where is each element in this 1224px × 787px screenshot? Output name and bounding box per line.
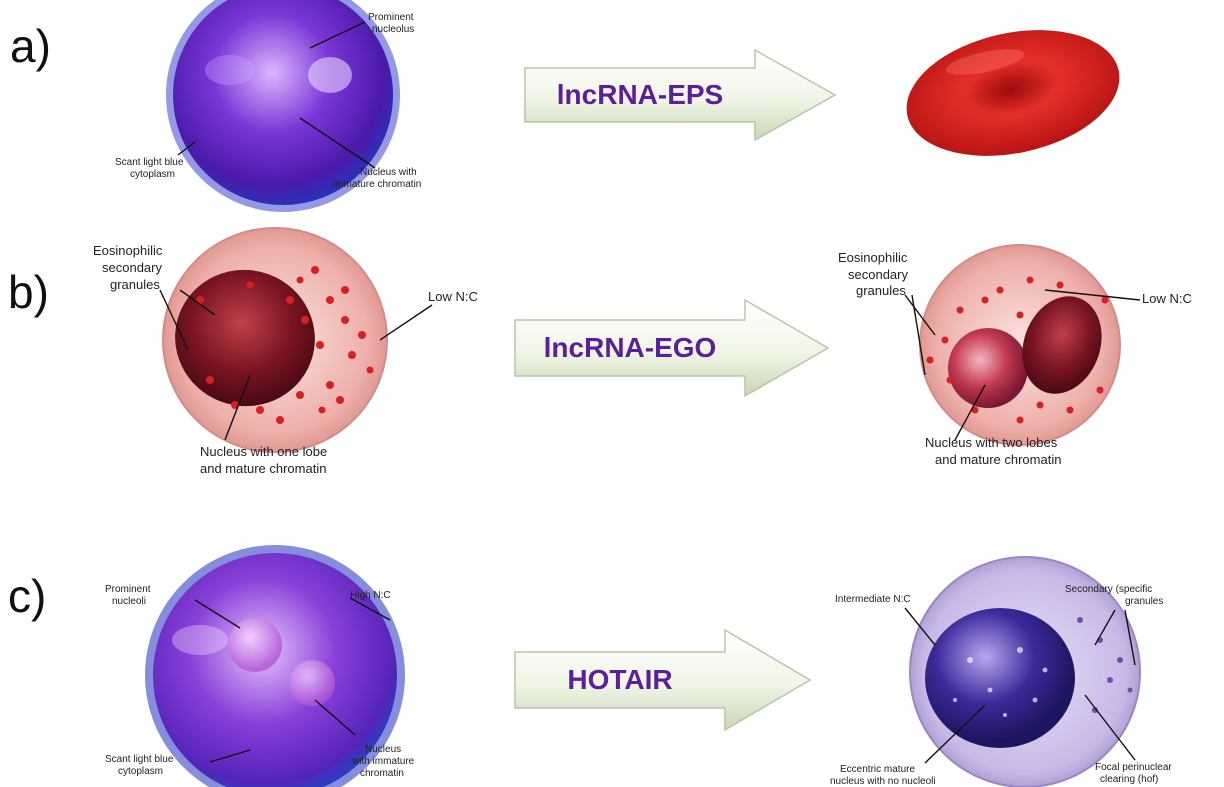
label-scant-cytoplasm-2: cytoplasm [130, 169, 175, 180]
label-c2-hof-1: Focal perinuclear [1095, 762, 1172, 773]
label-c2-eccentric-1: Eccentric mature [840, 764, 915, 775]
label-c2-hof-2: clearing (hof) [1100, 774, 1158, 785]
label-c1-scant-1: Scant light blue [105, 754, 174, 765]
red-blood-cell [895, 12, 1131, 174]
label-b1-granules: granules [110, 277, 160, 292]
label-b2-eosinophilic: Eosinophilic [838, 250, 908, 265]
transition-label-a: lncRNA-EPS [557, 79, 723, 110]
label-c1-prominent: Prominent [105, 584, 151, 595]
transition-arrow-a: lncRNA-EPS [525, 50, 835, 140]
label-prominent-nucleolus-1: Prominent [368, 12, 414, 23]
panel-b-letter: b) [8, 266, 49, 318]
label-b2-nucleus-1: Nucleus with two lobes [925, 435, 1058, 450]
label-c1-high-nc: High N:C [350, 590, 391, 601]
label-b2-low-nc: Low N:C [1142, 291, 1192, 306]
transition-arrow-c: HOTAIR [515, 630, 810, 730]
label-c1-scant-2: cytoplasm [118, 766, 163, 777]
label-b1-nucleus-2: and mature chromatin [200, 461, 326, 476]
label-c1-nucleus-3: chromatin [360, 768, 404, 779]
label-b2-nucleus-2: and mature chromatin [935, 452, 1061, 467]
label-scant-cytoplasm-1: Scant light blue [115, 157, 184, 168]
transition-arrow-b: lncRNA-EGO [515, 300, 828, 396]
label-b2-secondary: secondary [848, 267, 908, 282]
label-b1-nucleus-1: Nucleus with one lobe [200, 444, 327, 459]
panel-c-letter: c) [8, 570, 46, 622]
eosinophil-two-lobes [920, 245, 1120, 445]
label-c2-intermediate-nc: Intermediate N:C [835, 594, 911, 605]
eosinophil-one-lobe [160, 228, 387, 452]
label-c1-nucleoli: nucleoli [112, 596, 146, 607]
label-nucleus-immature-1: Nucleus with [360, 167, 417, 178]
transition-label-b: lncRNA-EGO [544, 332, 717, 363]
label-c2-eccentric-2: nucleus with no nucleoli [830, 776, 936, 787]
label-nucleus-immature-2: immature chromatin [333, 179, 421, 190]
panel-a-letter: a) [10, 20, 51, 72]
label-b1-low-nc: Low N:C [428, 289, 478, 304]
label-prominent-nucleolus-2: nucleolus [372, 24, 414, 35]
label-b1-eosinophilic: Eosinophilic [93, 243, 163, 258]
label-b2-granules: granules [856, 283, 906, 298]
label-c2-secondary-2: granules [1125, 596, 1163, 607]
label-b1-secondary: secondary [102, 260, 162, 275]
label-c1-nucleus-1: Nucleus [365, 744, 401, 755]
transition-label-c: HOTAIR [567, 664, 672, 695]
label-c2-secondary-1: Secondary (specific [1065, 584, 1152, 595]
label-c1-nucleus-2: with immature [351, 756, 415, 767]
